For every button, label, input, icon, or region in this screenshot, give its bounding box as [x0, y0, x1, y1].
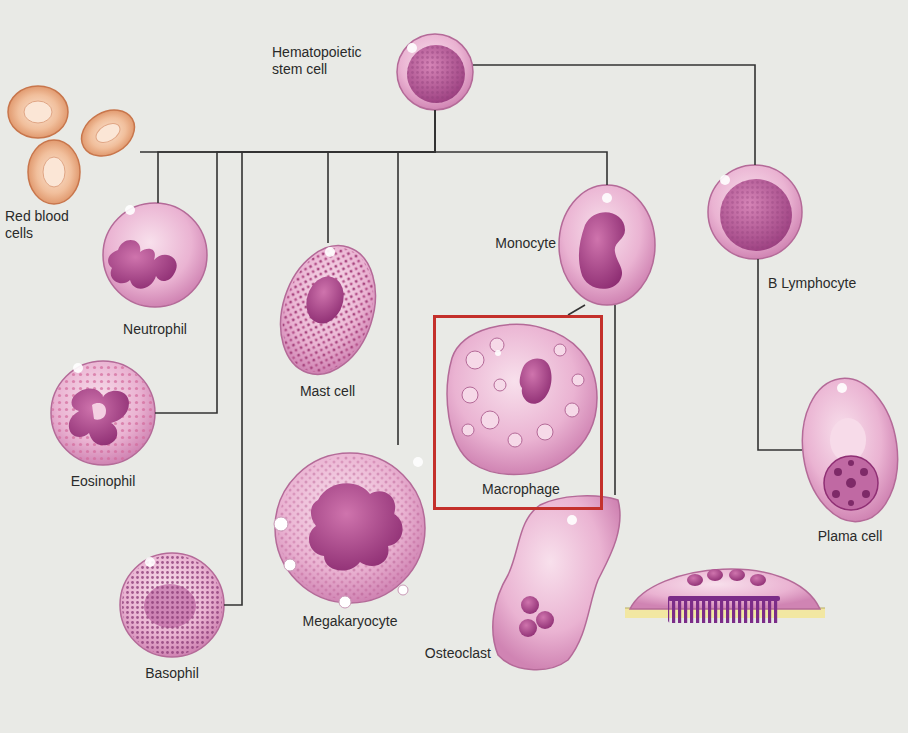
cell-node: Red blood cells — [5, 88, 140, 206]
cell-node: Plama cell — [802, 378, 898, 523]
lineage-line — [473, 65, 755, 165]
cell-label: Mast cell — [270, 383, 385, 400]
cell-label: B Lymphocyte — [768, 275, 880, 292]
lineage-line — [224, 110, 435, 605]
lineage-line — [328, 110, 435, 243]
cell-label: Megakaryocyte — [270, 613, 430, 630]
cell-node: Monocyte — [560, 185, 657, 305]
lineage-line — [398, 110, 435, 445]
cell-node: Basophil — [120, 553, 224, 657]
lineage-line — [140, 110, 435, 152]
cell-node: Macrophage — [433, 315, 603, 510]
cell-label: Macrophage — [436, 481, 606, 498]
lineage-line — [614, 305, 616, 495]
cell-node: Eosinophil — [51, 361, 155, 465]
lineage-line — [158, 110, 435, 203]
cell-label: Red blood cells — [5, 208, 85, 242]
lineage-line — [568, 305, 585, 315]
cell-label: Plama cell — [802, 528, 898, 545]
cell-node: Neutrophil — [103, 203, 207, 307]
cell-node: Megakaryocyte — [275, 445, 425, 610]
cell-node: Hematopoietic stem cell — [397, 34, 473, 110]
cell-label: Hematopoietic stem cell — [272, 44, 387, 78]
cell-label: Eosinophil — [43, 473, 163, 490]
cell-label: Neutrophil — [95, 321, 215, 338]
cell-label: Osteoclast — [411, 645, 491, 662]
cell-label: Basophil — [112, 665, 232, 682]
lineage-line — [155, 110, 435, 413]
cell-node: Osteoclast — [495, 495, 625, 680]
cell-label: Monocyte — [468, 235, 556, 252]
cell-node: B Lymphocyte — [708, 165, 802, 259]
lineage-line — [435, 110, 607, 185]
cell-node: Mast cell — [280, 243, 375, 378]
